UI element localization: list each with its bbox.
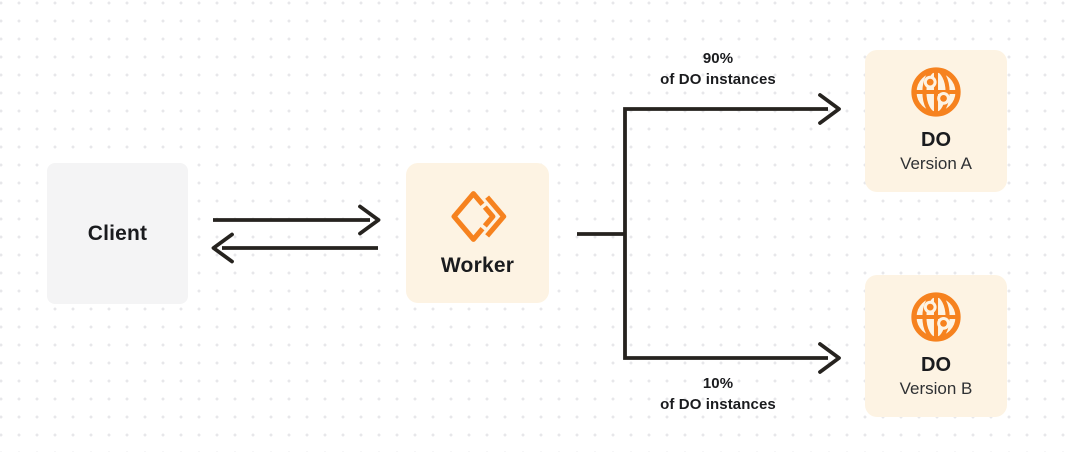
do-version-b-title: DO	[921, 354, 951, 376]
split-bottom-label: 10% of DO instances	[608, 373, 828, 415]
client-label: Client	[87, 221, 148, 245]
split-top-label: 90% of DO instances	[608, 48, 828, 90]
do-version-b-subtitle: Version B	[899, 379, 973, 398]
globe-icon	[911, 292, 961, 342]
client-to-worker-arrow	[213, 204, 381, 236]
split-top-caption: of DO instances	[660, 71, 776, 88]
do-version-b-node: DO Version B	[865, 275, 1007, 417]
client-node: Client	[47, 163, 188, 304]
split-bottom-caption: of DO instances	[660, 396, 776, 413]
do-version-a-node: DO Version A	[865, 50, 1007, 192]
do-version-a-title: DO	[921, 129, 951, 151]
worker-node: Worker	[406, 163, 549, 303]
workers-logo-icon	[450, 191, 506, 242]
worker-to-client-arrow	[211, 232, 378, 264]
worker-split-line	[577, 107, 828, 360]
worker-label: Worker	[440, 254, 515, 277]
globe-icon	[911, 67, 961, 117]
do-version-a-subtitle: Version A	[900, 154, 972, 173]
split-top-percent: 90%	[702, 50, 734, 67]
split-to-version-b-arrowhead	[818, 342, 841, 374]
split-to-version-a-arrowhead	[818, 93, 841, 125]
split-bottom-percent: 10%	[702, 375, 734, 392]
